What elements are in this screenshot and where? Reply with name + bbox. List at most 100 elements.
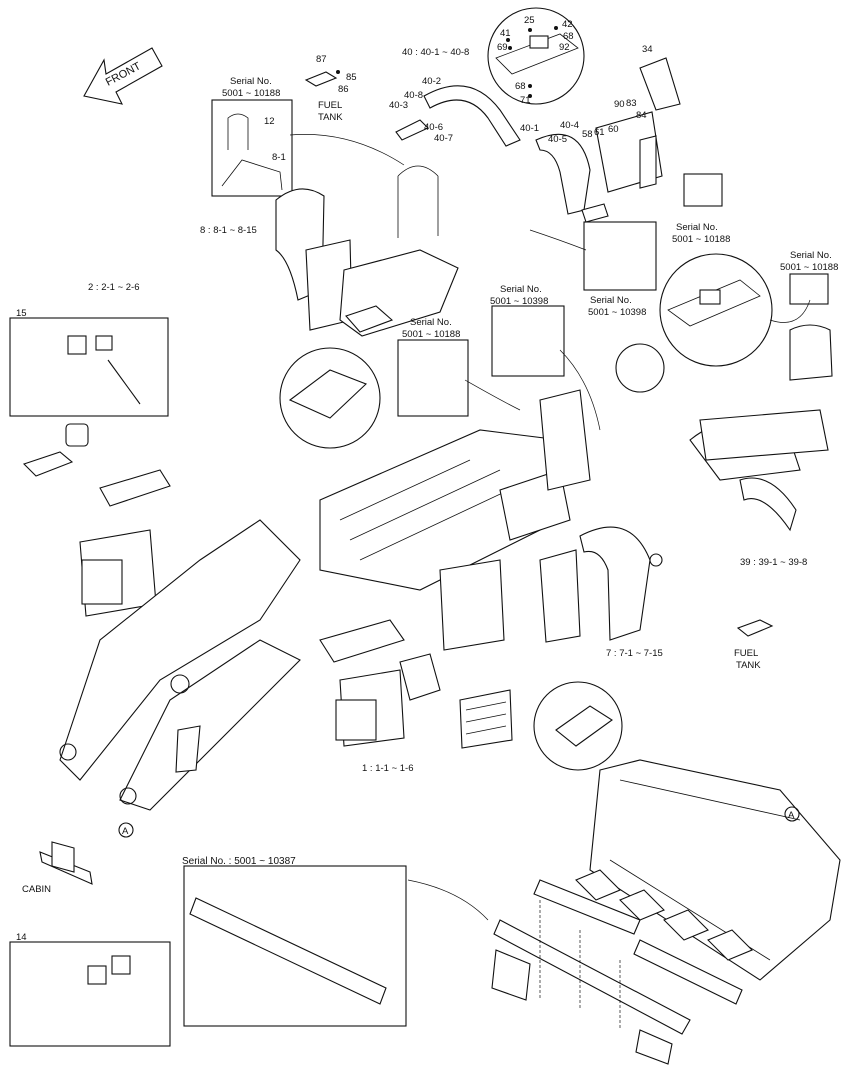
callout-40-4: 40-4 — [560, 120, 579, 131]
callout-40-3: 40-3 — [389, 100, 408, 111]
serial-range-center: 5001 ~ 10398 — [490, 296, 548, 307]
left-step-group-8 — [275, 165, 459, 337]
small-box-far-right — [789, 273, 829, 305]
fuel-tank-cap-right — [736, 619, 774, 637]
inset-circle-right-step — [533, 681, 623, 771]
step-bracket-inset — [288, 369, 368, 419]
serial-box-center — [491, 305, 565, 377]
serial-label-right-circle: Serial No. — [676, 222, 718, 233]
serial-box-mid-right — [583, 221, 657, 291]
group-8-label: 8 : 8-1 ~ 8-15 — [200, 225, 257, 236]
leader-serial-bottom — [407, 879, 489, 921]
fuel-tank-right-line1: FUEL — [734, 648, 758, 659]
fuel-tank-right-line2: TANK — [736, 660, 761, 671]
group-1-label: 1 : 1-1 ~ 1-6 — [362, 763, 414, 774]
serial-label-bottom: Serial No. : 5001 ~ 10387 — [182, 856, 296, 867]
serial-range-top-left: 5001 ~ 10188 — [222, 88, 280, 99]
callout-25: 25 — [524, 15, 535, 26]
inset-circle-right — [659, 253, 773, 367]
ladder-steps-mid — [459, 689, 513, 749]
loader-arm — [59, 519, 301, 811]
main-chassis-frame — [319, 389, 591, 651]
serial-box-bottom — [183, 865, 407, 1027]
marker-a-left — [118, 822, 134, 838]
fuel-tank-top-line2: TANK — [318, 112, 343, 123]
part-34 — [639, 57, 681, 111]
leader-serial-mid-right — [529, 229, 587, 251]
group-40-label: 40 : 40-1 ~ 40-8 — [402, 47, 469, 58]
right-fender-group-7 — [539, 526, 663, 643]
front-steps-group-1 — [319, 619, 441, 747]
leader-serial-center — [559, 349, 601, 431]
fuel-tank-top-line1: FUEL — [318, 100, 342, 111]
leader-serial-far-right — [769, 299, 811, 323]
rear-right-fender-group-39 — [689, 409, 829, 532]
inset-circle-top — [487, 7, 585, 105]
callout-40-1: 40-1 — [520, 123, 539, 134]
cabin-label: CABIN — [22, 884, 51, 895]
callout-86-right: 61 — [594, 127, 605, 138]
front-arrow: FRONT — [83, 47, 163, 105]
callout-55-upper: 83 — [626, 98, 637, 109]
marker-a-left-label: A — [122, 826, 129, 837]
callout-68: 68 — [563, 31, 574, 42]
marker-a-right — [784, 806, 800, 822]
inset-circle-left-step — [279, 347, 381, 449]
callout-46: 60 — [608, 124, 619, 135]
bolt-dashed-leaders — [539, 900, 621, 1030]
serial-label-mid-right: Serial No. — [590, 295, 632, 306]
step-bracket-right-inset — [555, 705, 613, 747]
serial-label-center-left: Serial No. — [410, 317, 452, 328]
serial-box-center-left — [397, 339, 469, 417]
serial-box-top-left — [211, 99, 293, 197]
callout-12-box: 12 — [264, 116, 275, 127]
callout-81-upper: 90 — [614, 99, 625, 110]
right-fender-bracket — [581, 111, 663, 223]
callout-92: 92 — [559, 42, 570, 53]
callout-85: 85 — [346, 72, 357, 83]
group-39-label: 39 : 39-1 ~ 39-8 — [740, 557, 807, 568]
callout-40-7: 40-7 — [434, 133, 453, 144]
callout-40-5: 40-5 — [548, 134, 567, 145]
box-15-title: 15 — [16, 308, 27, 319]
cabin-bracket-27 — [39, 841, 93, 885]
fuel-tank-cap-top — [304, 70, 340, 87]
inset-circle-small — [615, 343, 665, 393]
serial-range-right-circle: 5001 ~ 10188 — [672, 234, 730, 245]
callout-8-1-box: 8-1 — [272, 152, 286, 163]
callout-68b: 68 — [515, 81, 526, 92]
callout-40-6: 40-6 — [424, 122, 443, 133]
serial-range-far-right: 5001 ~ 10188 — [780, 262, 838, 273]
group-2-label: 2 : 2-1 ~ 2-6 — [88, 282, 140, 293]
callout-40-2: 40-2 — [422, 76, 441, 87]
serial-label-top-left: Serial No. — [230, 76, 272, 87]
box-14-title: 14 — [16, 932, 27, 943]
leader-serial-top-left — [289, 134, 405, 166]
serial-label-center: Serial No. — [500, 284, 542, 295]
box-15 — [9, 317, 169, 417]
callout-95: 58 — [582, 129, 593, 140]
callout-42: 42 — [562, 19, 573, 30]
serial-range-mid-right: 5001 ~ 10398 — [588, 307, 646, 318]
callout-41: 41 — [500, 28, 511, 39]
small-box-81-55-82 — [683, 173, 723, 207]
callout-86: 86 — [338, 84, 349, 95]
callout-40-8: 40-8 — [404, 90, 423, 101]
bucket — [575, 759, 841, 981]
group-7-label: 7 : 7-1 ~ 7-15 — [606, 648, 663, 659]
rear-fender-group-40 — [395, 85, 591, 215]
box-14 — [9, 941, 171, 1047]
serial-label-far-right: Serial No. — [790, 250, 832, 261]
part-23 — [789, 324, 833, 381]
callout-69: 69 — [497, 42, 508, 53]
serial-range-center-left: 5001 ~ 10188 — [402, 329, 460, 340]
callout-71: 71 — [520, 95, 531, 106]
cutting-edges — [491, 879, 743, 1065]
marker-a-right-label: A — [788, 810, 795, 821]
leader-serial-center-left — [464, 379, 521, 411]
callout-82-upper: 84 — [636, 110, 647, 121]
left-steps-group-2 — [22, 423, 171, 617]
callout-34: 34 — [642, 44, 653, 55]
callout-87: 87 — [316, 54, 327, 65]
